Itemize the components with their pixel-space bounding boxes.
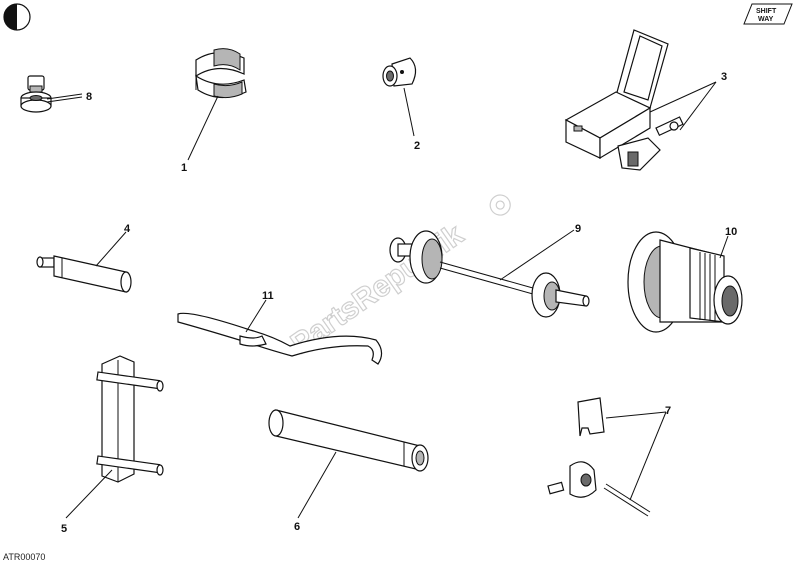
svg-text:WAY: WAY (758, 16, 774, 23)
callout-5: 5 (61, 523, 67, 535)
brand-logo: SHIFT WAY (743, 3, 793, 25)
svg-text:PartsRepublik: PartsRepublik (285, 218, 469, 361)
callout-labels: 1 2 3 4 5 6 7 8 9 10 11 (61, 71, 737, 535)
part-2-drawing (382, 57, 417, 87)
callout-2: 2 (414, 140, 420, 152)
callout-9: 9 (575, 223, 581, 235)
svg-text:SHIFT: SHIFT (756, 8, 777, 15)
callout-4: 4 (124, 223, 131, 235)
part-1-drawing (195, 48, 247, 99)
part-7-drawing (547, 397, 651, 517)
thread-lines (699, 252, 716, 321)
callout-1: 1 (181, 162, 187, 174)
part-3-drawing (564, 29, 684, 171)
corner-emblem-icon (3, 3, 31, 31)
part-10-drawing (627, 231, 743, 333)
callout-8: 8 (86, 91, 92, 103)
callout-10: 10 (725, 226, 737, 238)
part-6-drawing (268, 409, 429, 472)
part-5-drawing (96, 355, 164, 483)
part-9-drawing (389, 230, 590, 318)
reference-code: ATR00070 (3, 552, 45, 562)
watermark: PartsRepublik (284, 194, 511, 361)
callout-11: 11 (262, 290, 274, 302)
callout-6: 6 (294, 521, 300, 533)
callout-3: 3 (721, 71, 727, 83)
part-4-drawing (36, 255, 132, 293)
part-11-drawing (177, 312, 383, 365)
callout-7: 7 (665, 405, 671, 417)
leader-lines (46, 81, 729, 519)
part-8-drawing (20, 75, 52, 113)
